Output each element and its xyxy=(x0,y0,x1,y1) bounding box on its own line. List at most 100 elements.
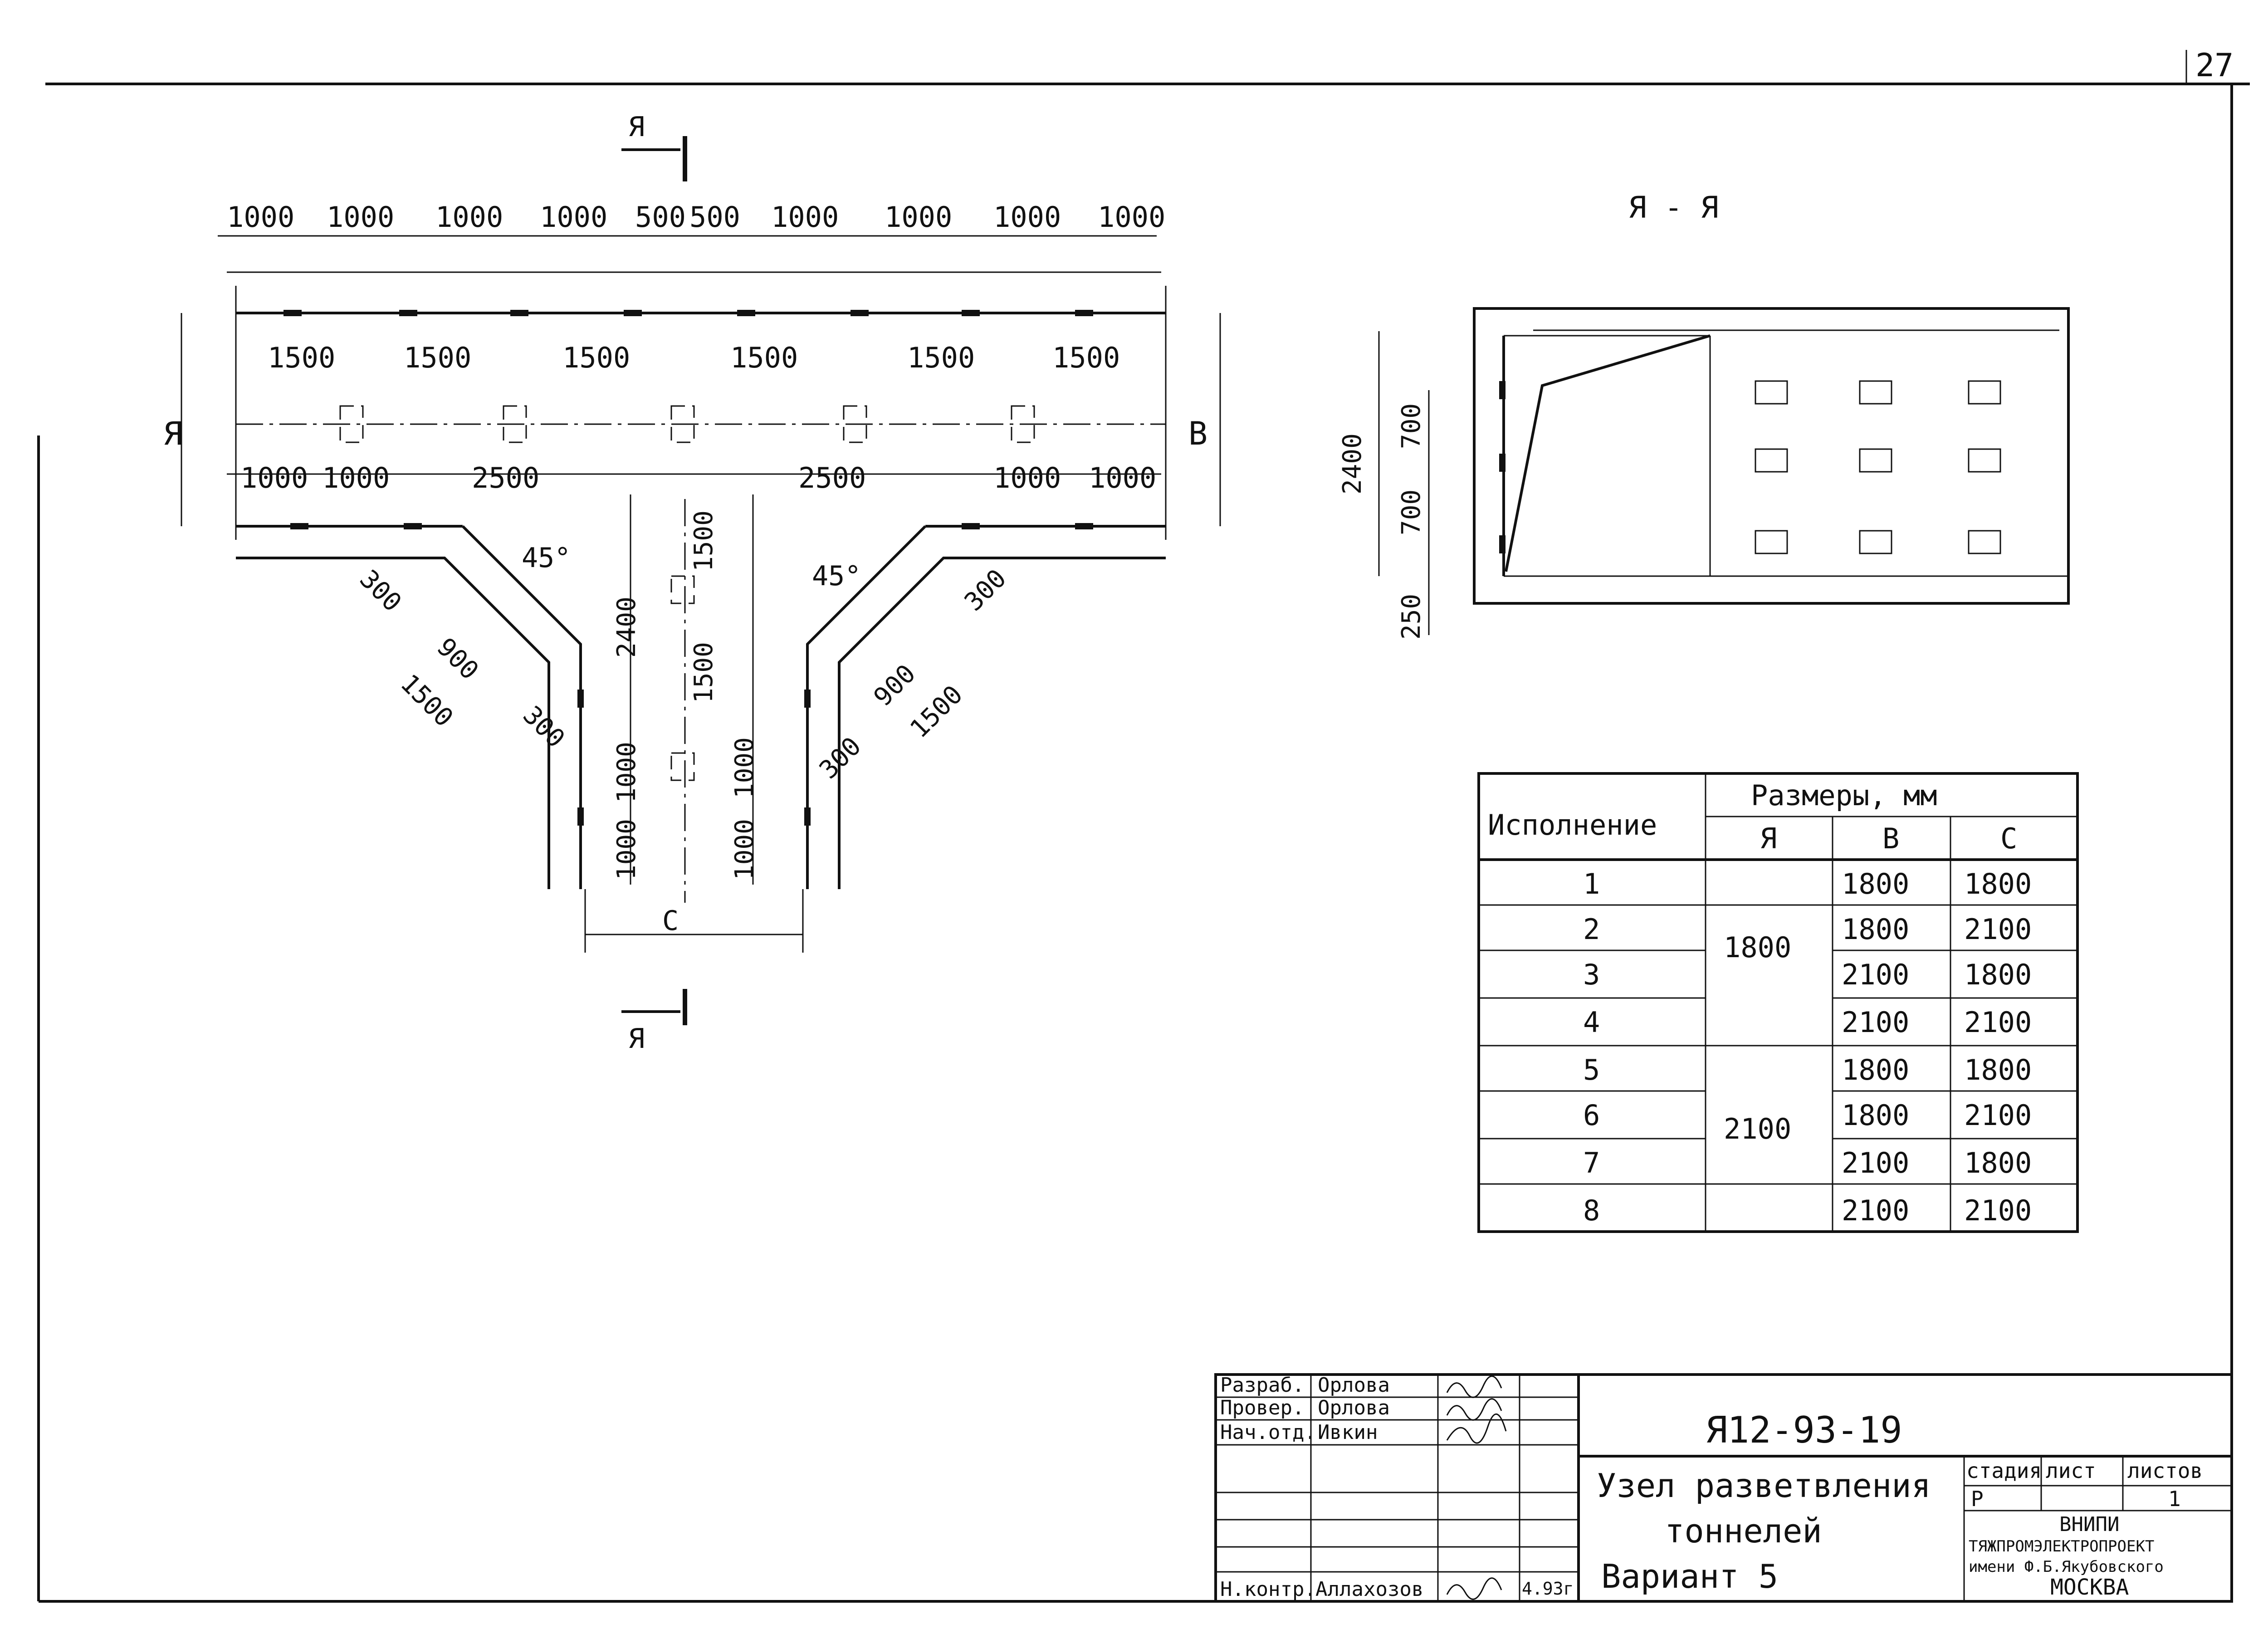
name-checker: Орлова xyxy=(1318,1396,1390,1419)
side-label-a: Я xyxy=(163,415,182,452)
dim-mid-1: 1500 xyxy=(268,341,335,374)
section-view-title: Я - Я xyxy=(1628,190,1719,225)
table-row-7-n: 7 xyxy=(1583,1146,1600,1179)
sheet-header: лист xyxy=(2046,1458,2096,1483)
org-line-1: ВНИПИ xyxy=(2059,1513,2119,1536)
dim-low-2: 1000 xyxy=(322,461,390,494)
top-dimensions: 1000 1000 1000 1000 500 500 1000 1000 10… xyxy=(227,201,1165,234)
table-row-5-n: 5 xyxy=(1583,1053,1600,1086)
angle-right: 45° xyxy=(812,560,861,592)
table-row-2-n: 2 xyxy=(1583,913,1600,946)
section-dim-2400: 2400 xyxy=(1338,433,1367,494)
table-header-variant: Исполнение xyxy=(1488,808,1657,841)
vertical-left-dims: 2400 1000 1000 xyxy=(612,597,641,880)
low-dimensions: 1000 1000 2500 2500 1000 1000 xyxy=(240,461,1156,494)
table-row-3-c: 1800 xyxy=(1964,958,2032,991)
bottom-width-c: C xyxy=(662,905,679,937)
dim-mid-3: 1500 xyxy=(562,341,630,374)
role-developer: Разраб. xyxy=(1220,1374,1304,1397)
table-row-8-b: 2100 xyxy=(1842,1194,1909,1227)
table-row-5-b: 1800 xyxy=(1842,1053,1909,1086)
diag-left-4: 300 xyxy=(517,700,570,753)
diag-left-3: 1500 xyxy=(395,669,459,733)
table-row-1-n: 1 xyxy=(1583,867,1600,900)
vert-left-2: 1000 xyxy=(612,742,641,803)
table-row-3-n: 3 xyxy=(1583,958,1600,991)
dim-top-6: 500 xyxy=(689,201,740,234)
title-block-text: Разраб. Провер. Нач.отд. Н.контр. Орлова… xyxy=(1220,1374,2203,1601)
stage-value: Р xyxy=(1971,1487,1984,1511)
top-supports xyxy=(284,310,1093,826)
plan-fixtures xyxy=(339,405,1035,781)
table-row-1-c: 1800 xyxy=(1964,867,2032,900)
dim-low-5: 1000 xyxy=(993,461,1061,494)
section-dims: 2400 700 700 250 xyxy=(1338,403,1426,640)
table-row-8-c: 2100 xyxy=(1964,1194,2032,1227)
vertical-center-dims: 1500 1500 1000 1000 xyxy=(689,510,759,880)
signature-3 xyxy=(1446,1413,1507,1444)
title-block xyxy=(1214,1373,2233,1603)
vert-left-3: 1000 xyxy=(612,819,641,880)
table-row-6-b: 1800 xyxy=(1842,1099,1909,1132)
dim-top-8: 1000 xyxy=(885,201,952,234)
table-header-sizes: Размеры, мм xyxy=(1751,779,1937,812)
stage-header: стадия xyxy=(1966,1458,2042,1483)
section-label-top: Я xyxy=(628,111,645,143)
diag-left-2: 900 xyxy=(431,632,484,685)
name-norm-control: Аллахозов xyxy=(1315,1578,1423,1601)
name-head: Ивкин xyxy=(1318,1421,1378,1444)
section-brackets xyxy=(1499,380,2001,554)
table-subheader-a: Я xyxy=(1760,822,1777,855)
dim-low-6: 1000 xyxy=(1089,461,1156,494)
dim-mid-2: 1500 xyxy=(404,341,471,374)
section-dim-250: 250 xyxy=(1397,594,1426,640)
table-a-group-1: 1800 xyxy=(1724,931,1791,964)
mid-dimensions: 1500 1500 1500 1500 1500 1500 xyxy=(268,341,1120,374)
side-label-b: В xyxy=(1188,415,1207,452)
dim-top-7: 1000 xyxy=(771,201,839,234)
section-dim-700-2: 700 xyxy=(1397,489,1426,535)
diag-right-1: 300 xyxy=(959,563,1012,616)
dim-low-1: 1000 xyxy=(240,461,308,494)
vert-center-3: 1000 xyxy=(730,737,759,798)
org-line-2: ТЯЖПРОМЭЛЕКТРОПРОЕКТ xyxy=(1969,1537,2154,1556)
org-line-4: МОСКВА xyxy=(2050,1575,2129,1600)
table-text: Исполнение Размеры, мм Я В С 1800 2100 1… xyxy=(1488,779,2032,1227)
table-row-8-n: 8 xyxy=(1583,1194,1600,1227)
signature-1 xyxy=(1446,1375,1502,1398)
dim-mid-5: 1500 xyxy=(907,341,975,374)
dim-top-2: 1000 xyxy=(327,201,394,234)
table-row-6-n: 6 xyxy=(1583,1099,1600,1132)
role-head: Нач.отд. xyxy=(1220,1421,1316,1444)
dim-mid-6: 1500 xyxy=(1052,341,1120,374)
table-row-5-c: 1800 xyxy=(1964,1053,2032,1086)
table-subheader-b: В xyxy=(1882,822,1899,855)
dim-low-4: 2500 xyxy=(798,461,866,494)
title-line-2: тоннелей xyxy=(1665,1512,1822,1550)
table-row-1-b: 1800 xyxy=(1842,867,1909,900)
table-row-3-b: 2100 xyxy=(1842,958,1909,991)
sheet-number: 27 xyxy=(2195,47,2234,84)
org-line-3: имени Ф.Б.Якубовского xyxy=(1969,1558,2164,1576)
section-view xyxy=(1378,307,2070,635)
title-line-3: Вариант 5 xyxy=(1601,1557,1778,1595)
diag-right-3: 1500 xyxy=(904,680,968,744)
vert-center-1: 1500 xyxy=(689,510,719,572)
diag-right-2: 900 xyxy=(868,659,921,712)
title-line-1: Узел разветвления xyxy=(1597,1467,1931,1505)
table-a-group-2: 2100 xyxy=(1724,1112,1791,1145)
signature-4 xyxy=(1446,1577,1502,1600)
role-norm-control: Н.контр. xyxy=(1220,1578,1316,1601)
date: 4.93г xyxy=(1522,1579,1574,1599)
diag-right-dims: 300 900 1500 300 xyxy=(814,563,1012,784)
angle-left: 45° xyxy=(522,542,571,574)
section-label-bottom: Я xyxy=(628,1023,645,1055)
diag-left-1: 300 xyxy=(354,564,407,617)
dim-top-10: 1000 xyxy=(1098,201,1165,234)
table-row-7-b: 2100 xyxy=(1842,1146,1909,1179)
table-row-4-n: 4 xyxy=(1583,1006,1600,1039)
table-row-2-c: 2100 xyxy=(1964,913,2032,946)
dim-mid-4: 1500 xyxy=(730,341,798,374)
vert-center-2: 1500 xyxy=(689,642,719,703)
